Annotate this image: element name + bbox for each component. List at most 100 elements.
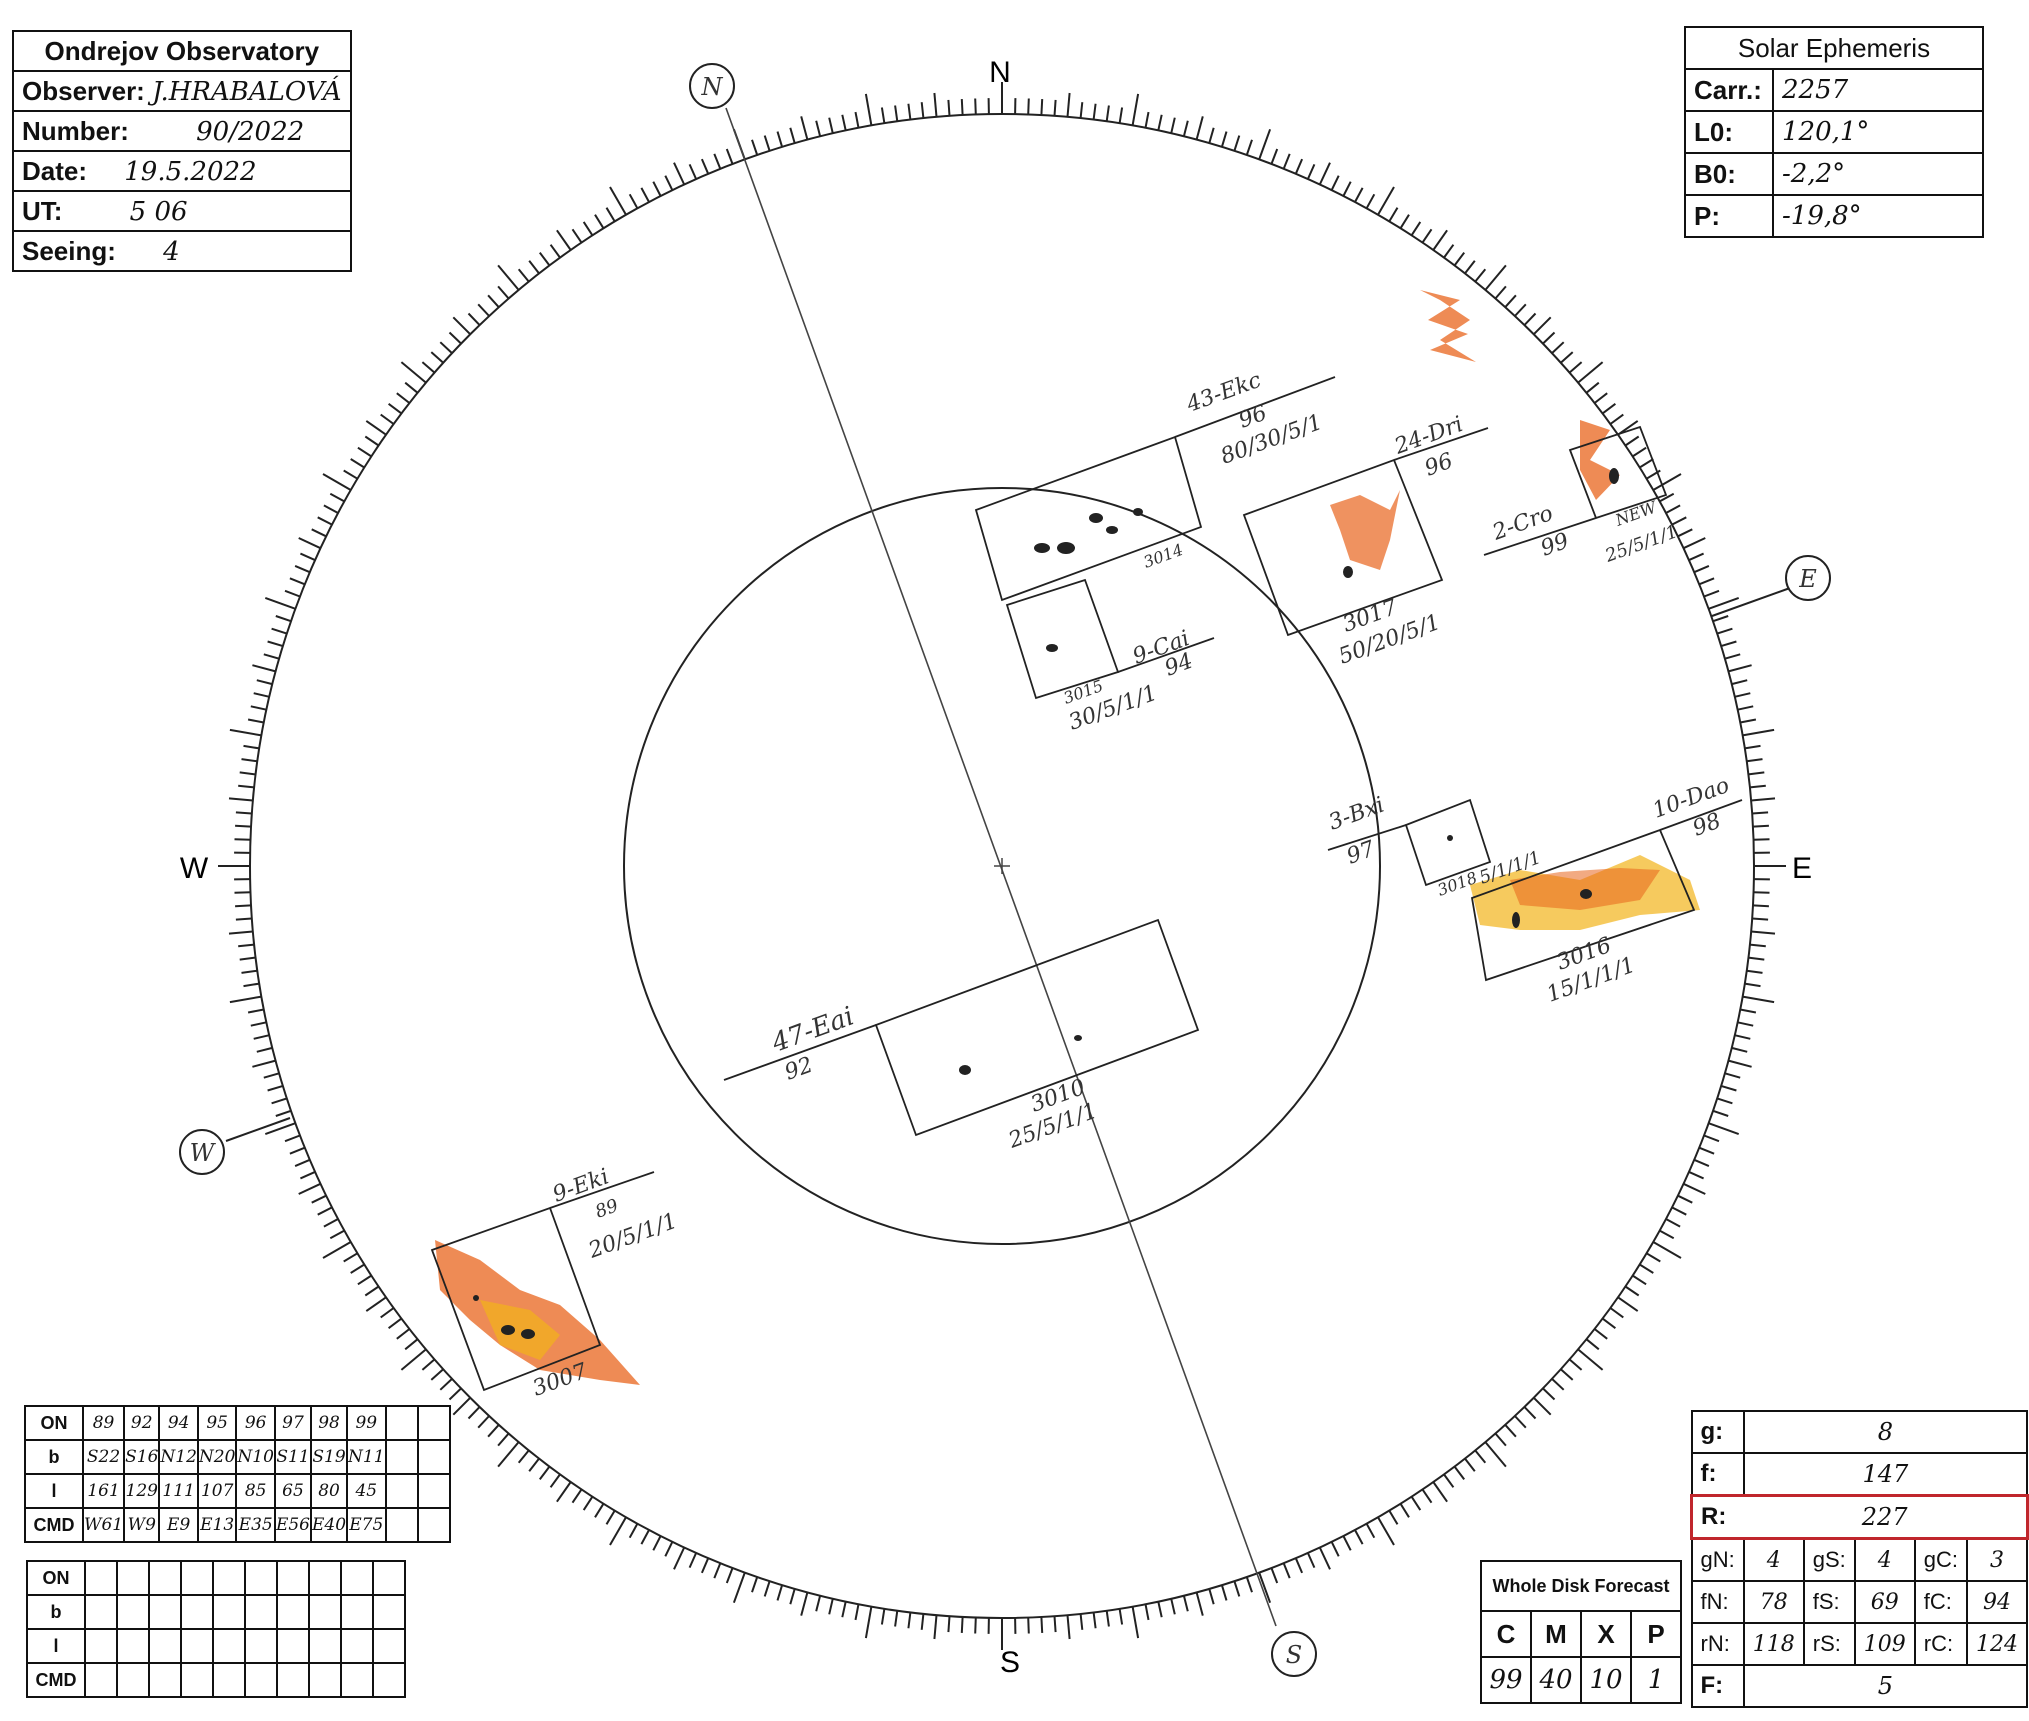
r-value: 227 [1743,1494,2029,1540]
circle-east-marker [1785,555,1831,601]
region-leader-eai [723,1024,877,1081]
limb-tick [1306,1552,1316,1569]
limb-tick [664,175,674,191]
limb-tick [789,1588,796,1605]
limb-tick [1365,1523,1376,1539]
grid2-cell [116,1662,150,1698]
limb-tick [1593,392,1608,404]
gc-value: 3 [1966,1537,2029,1582]
grid1-cell [384,1507,419,1543]
limb-tick [229,995,262,1004]
spot-ekc-3 [1089,513,1103,523]
limb-tick [1484,264,1507,291]
limb-tick [1157,114,1163,131]
limb-tick [1665,1218,1681,1228]
grid1-cell: S22 [81,1439,126,1475]
grid2-cell [116,1560,150,1596]
limb-tick [1677,1194,1693,1204]
p-value: -19,8° [1772,194,1984,238]
spot-eai-1 [959,1065,971,1075]
facula-eki-yellow [480,1300,560,1360]
limb-tick [1421,228,1433,244]
whole-disk-forecast-table: Whole Disk Forecast C M X P 99 40 10 1 [1480,1560,1682,1704]
limb-tick [776,131,784,148]
grid2-label-b: b [26,1594,86,1630]
limb-tick [1523,312,1537,326]
limb-tick [556,1481,572,1503]
region-class-dao: 10-Dao [1650,773,1733,824]
limb-tick [1027,98,1030,115]
limb-tick [1609,413,1624,425]
limb-tick [1318,1547,1331,1570]
limb-tick [1432,229,1448,251]
facula-eki [435,1240,640,1385]
limb-tick [1066,92,1071,117]
limb-tick [1258,128,1272,160]
limb-tick [776,1584,784,1601]
limb-tick [497,1432,510,1447]
region-leader-cai [1117,637,1215,673]
limb-tick [228,797,253,802]
limb-tick [1652,1241,1682,1259]
limb-tick [894,105,899,122]
ephemeris-title: Solar Ephemeris [1684,26,1984,70]
limb-tick [1568,361,1583,374]
limb-tick [1053,1616,1057,1633]
limb-tick [571,228,583,244]
limb-tick [241,969,258,974]
limb-tick [1410,221,1422,236]
limb-tick [252,664,276,673]
limb-tick [664,1541,674,1557]
limb-tick [256,1046,273,1053]
limb-tick [1585,381,1600,394]
rc-label: rC: [1913,1622,1969,1666]
limb-tick [1728,664,1752,673]
limb-tick [907,1612,912,1629]
limb-tick [1377,1516,1395,1546]
grid1-cell: N20 [196,1439,238,1475]
number-value: 90/2022 [196,116,305,147]
limb-tick [700,1557,710,1574]
limb-tick [538,252,551,266]
grid1-cell: 98 [309,1405,349,1441]
forecast-value-p: 1 [1630,1656,1682,1704]
region-leader-dri [1393,427,1489,461]
limb-tick [960,99,964,116]
spot-eki-1 [501,1325,515,1335]
f-value: 147 [1742,1452,2029,1497]
limb-tick [1474,1449,1487,1464]
grid2-cell [180,1560,214,1596]
cardinal-south: S [1000,1646,1020,1679]
carr-label: Carr.: [1684,68,1774,112]
limb-tick [1144,1604,1150,1621]
limb-tick [247,718,264,724]
circle-south-label: S [1286,1641,1302,1669]
b0-label: B0: [1684,152,1774,196]
limb-tick [828,117,834,134]
limb-tick [763,1580,771,1597]
facula-dao-orange [1510,868,1660,910]
limb-tick [933,92,938,117]
limb-tick [1220,1584,1228,1601]
limb-tick [920,1613,925,1630]
grid2-cell [372,1628,406,1664]
region-leader-bxi [1327,824,1407,851]
limb-tick [1753,838,1770,841]
facula-dri [1330,490,1400,570]
limb-tick [1118,1608,1124,1625]
limb-tick [1698,577,1715,586]
g-value: 8 [1742,1410,2029,1454]
limb-tick [1494,1432,1507,1447]
date-value: 19.5.2022 [124,156,257,187]
limb-tick [1659,1229,1675,1240]
grid2-label-on: ON [26,1560,86,1596]
limb-tick [1632,1274,1647,1286]
limb-tick [880,107,886,124]
limb-tick [1270,148,1279,165]
limb-tick [467,1406,481,1420]
limb-tick [1342,181,1352,197]
grid2-cell [180,1628,214,1664]
limb-tick [732,1572,746,1604]
limb-tick [298,1182,321,1195]
